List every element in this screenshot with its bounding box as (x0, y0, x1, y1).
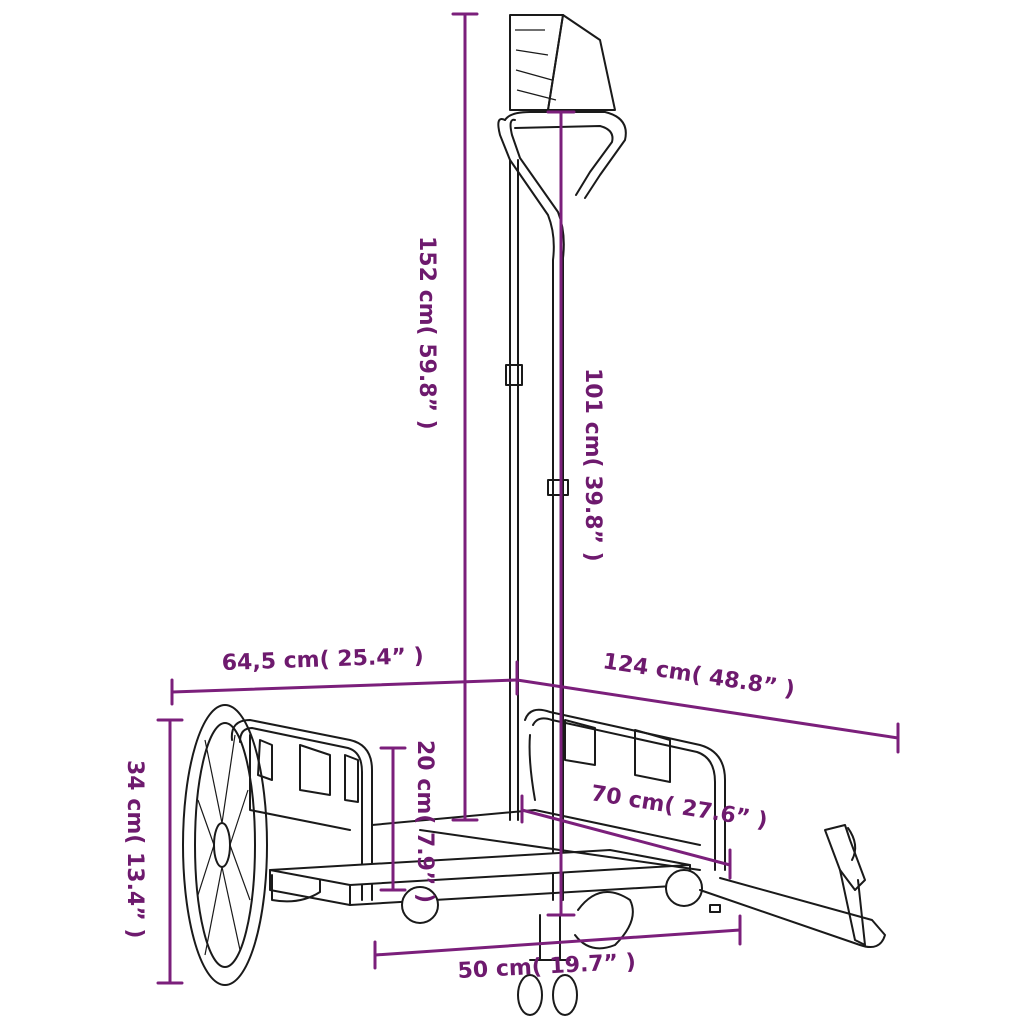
cargo-frame (230, 708, 726, 906)
total-height-label: 152 cm( 59.8” ) (414, 236, 439, 430)
length-line (515, 678, 900, 740)
width-line (170, 678, 519, 694)
cargo-length-label: 70 cm( 27.6” ) (589, 781, 769, 834)
cargo-width-label: 50 cm( 19.7” ) (457, 950, 636, 984)
length-label: 124 cm( 48.8” ) (601, 649, 796, 702)
dimension-lines (156, 12, 900, 985)
side-height-label: 20 cm( 7.9” ) (412, 740, 437, 903)
cargo-width-line (373, 928, 742, 957)
tow-bar (699, 824, 886, 948)
handle-height-label: 101 cm( 39.8” ) (580, 368, 605, 562)
width-label: 64,5 cm( 25.4” ) (221, 644, 424, 676)
cargo-length-line (520, 808, 732, 867)
caster-wheels (401, 869, 703, 1016)
bike-trailer-illustration (182, 14, 886, 1016)
left-wheel (182, 704, 268, 986)
push-handle (497, 14, 627, 901)
wheel-height-label: 34 cm( 13.4” ) (122, 760, 147, 938)
